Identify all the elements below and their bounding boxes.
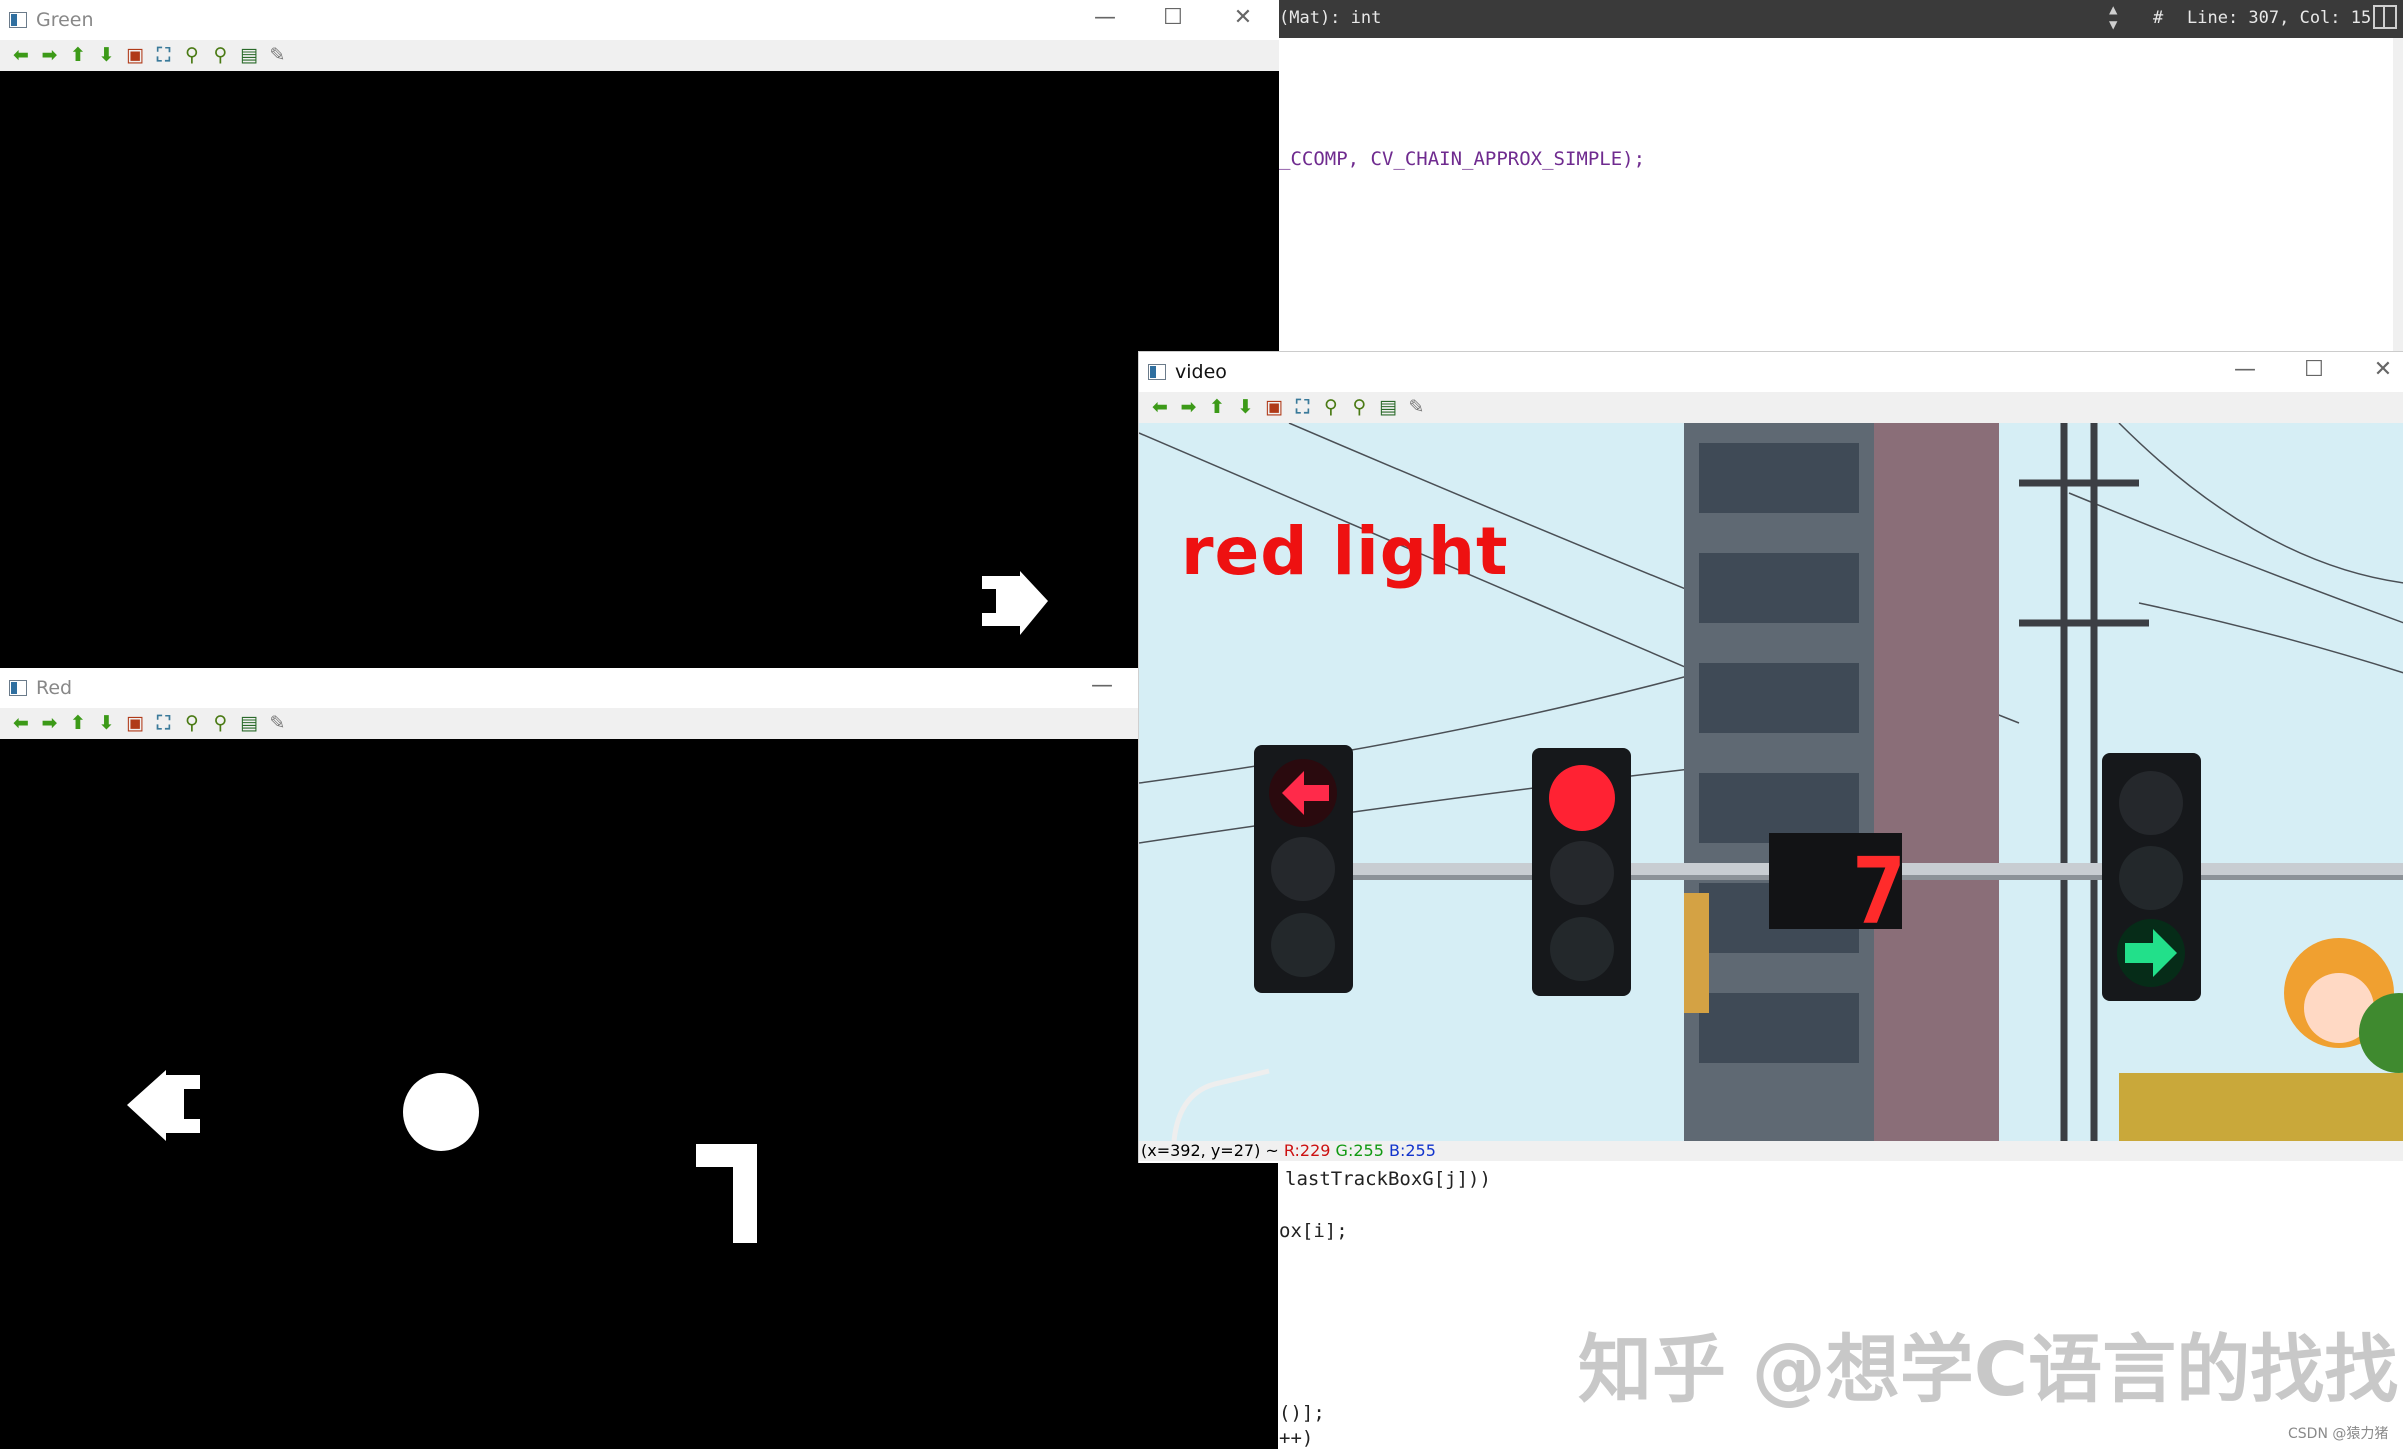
save-icon[interactable]: ▤ bbox=[240, 712, 258, 734]
zoom-to-fit-icon[interactable]: ⛶ bbox=[1295, 396, 1310, 418]
zoom-out-icon[interactable]: ⚲ bbox=[213, 712, 228, 734]
red-circle-blob bbox=[403, 1073, 479, 1151]
cursor-position: Line: 307, Col: 15 bbox=[2187, 8, 2372, 28]
close-icon[interactable]: ✕ bbox=[2373, 357, 2393, 382]
zoom-in-icon[interactable]: ⚲ bbox=[1324, 396, 1338, 418]
pan-right-icon[interactable]: ➡ bbox=[41, 44, 58, 66]
green-toolbar: ⬅ ➡ ⬆ ⬇ ▣ ⛶ ⚲ ⚲ ▤ ✎ bbox=[0, 40, 1279, 71]
pixel-r-value: R:229 bbox=[1283, 1141, 1331, 1160]
video-status-bar: (x=392, y=27) ~ R:229 G:255 B:255 bbox=[1139, 1141, 2403, 1161]
zoom-in-icon[interactable]: ⚲ bbox=[185, 44, 199, 66]
scope-spinner-icon[interactable]: ▲▼ bbox=[2109, 2, 2118, 33]
red-digit-blob bbox=[696, 1144, 757, 1243]
green-window[interactable]: Green — ☐ ✕ ⬅ ➡ ⬆ ⬇ ▣ ⛶ ⚲ ⚲ ▤ ✎ bbox=[0, 0, 1279, 668]
video-frame[interactable]: 7 red light bbox=[1139, 423, 2403, 1141]
code-line[interactable]: lastTrackBoxG[j])) bbox=[1285, 1168, 1491, 1190]
window-title: Red bbox=[36, 677, 73, 699]
split-view-icon[interactable] bbox=[2373, 5, 2397, 29]
pan-left-icon[interactable]: ⬅ bbox=[13, 712, 29, 734]
red-titlebar[interactable]: Red — bbox=[0, 668, 1278, 708]
cursor-coords: (x=392, y=27) ~ bbox=[1141, 1141, 1279, 1160]
traffic-light-scene: 7 bbox=[1139, 423, 2403, 1141]
zoom-to-fit-icon[interactable]: ⛶ bbox=[156, 44, 171, 66]
code-line[interactable]: ox[i]; bbox=[1279, 1220, 1348, 1242]
code-line[interactable]: _CCOMP, CV_CHAIN_APPROX_SIMPLE); bbox=[1279, 148, 1646, 170]
maximize-icon[interactable]: ☐ bbox=[1163, 5, 1183, 30]
reset-zoom-icon[interactable]: ▣ bbox=[126, 712, 144, 734]
window-title: video bbox=[1175, 361, 1227, 383]
minimize-icon[interactable]: — bbox=[1094, 5, 1116, 30]
detection-result-label: red light bbox=[1181, 513, 1509, 590]
pan-right-icon[interactable]: ➡ bbox=[41, 712, 58, 734]
green-arrow-blob bbox=[982, 571, 1048, 635]
minimize-icon[interactable]: — bbox=[2234, 357, 2256, 382]
properties-icon[interactable]: ✎ bbox=[1408, 396, 1425, 418]
pan-left-icon[interactable]: ⬅ bbox=[1152, 396, 1168, 418]
round-red-signal bbox=[1549, 765, 1615, 831]
green-mask-canvas[interactable] bbox=[0, 71, 1279, 668]
pan-up-icon[interactable]: ⬆ bbox=[1209, 396, 1225, 418]
pan-down-icon[interactable]: ⬇ bbox=[98, 44, 115, 66]
csdn-credit: CSDN @猿力猪 bbox=[2288, 1426, 2389, 1442]
window-app-icon bbox=[1148, 364, 1166, 380]
maximize-icon[interactable]: ☐ bbox=[2304, 357, 2324, 382]
window-app-icon bbox=[9, 680, 27, 696]
red-left-arrow-blob bbox=[127, 1070, 200, 1141]
window-title: Green bbox=[36, 9, 94, 31]
pan-up-icon[interactable]: ⬆ bbox=[70, 712, 86, 734]
reset-zoom-icon[interactable]: ▣ bbox=[1265, 396, 1283, 418]
countdown-digit-display: 7 bbox=[1851, 838, 1906, 945]
zoom-in-icon[interactable]: ⚲ bbox=[185, 712, 199, 734]
pan-left-icon[interactable]: ⬅ bbox=[13, 44, 29, 66]
video-toolbar: ⬅ ➡ ⬆ ⬇ ▣ ⛶ ⚲ ⚲ ▤ ✎ bbox=[1139, 392, 2403, 423]
function-signature: (Mat): int bbox=[1279, 8, 1382, 28]
properties-icon[interactable]: ✎ bbox=[269, 712, 286, 734]
pixel-b-value: B:255 bbox=[1388, 1141, 1436, 1160]
code-line[interactable]: ++) bbox=[1279, 1427, 1314, 1449]
pan-right-icon[interactable]: ➡ bbox=[1180, 396, 1197, 418]
green-titlebar[interactable]: Green — ☐ ✕ bbox=[0, 0, 1279, 40]
window-app-icon bbox=[9, 12, 27, 28]
hash-symbol: # bbox=[2153, 8, 2164, 28]
editor-status-bar: (Mat): int ▲▼ # Line: 307, Col: 15 bbox=[1275, 0, 2403, 38]
pan-up-icon[interactable]: ⬆ bbox=[70, 44, 86, 66]
close-icon[interactable]: ✕ bbox=[1233, 5, 1253, 30]
save-icon[interactable]: ▤ bbox=[240, 44, 258, 66]
properties-icon[interactable]: ✎ bbox=[269, 44, 286, 66]
zhihu-watermark: 知乎 @想学C语言的找找 bbox=[1578, 1327, 2399, 1413]
red-mask-blobs bbox=[127, 1070, 757, 1243]
pixel-g-value: G:255 bbox=[1335, 1141, 1384, 1160]
pan-down-icon[interactable]: ⬇ bbox=[1237, 396, 1254, 418]
minimize-icon[interactable]: — bbox=[1091, 673, 1113, 698]
editor-scrollbar[interactable] bbox=[2393, 38, 2403, 358]
zoom-out-icon[interactable]: ⚲ bbox=[213, 44, 228, 66]
pan-down-icon[interactable]: ⬇ bbox=[98, 712, 115, 734]
save-icon[interactable]: ▤ bbox=[1379, 396, 1397, 418]
red-mask-canvas[interactable] bbox=[0, 739, 1278, 1449]
red-window[interactable]: Red — ⬅ ➡ ⬆ ⬇ ▣ ⛶ ⚲ ⚲ ▤ ✎ bbox=[0, 668, 1278, 1449]
video-titlebar[interactable]: video — ☐ ✕ bbox=[1139, 352, 2403, 392]
zoom-out-icon[interactable]: ⚲ bbox=[1352, 396, 1367, 418]
code-line[interactable]: ()]; bbox=[1279, 1402, 1325, 1424]
reset-zoom-icon[interactable]: ▣ bbox=[126, 44, 144, 66]
zoom-to-fit-icon[interactable]: ⛶ bbox=[156, 712, 171, 734]
red-toolbar: ⬅ ➡ ⬆ ⬇ ▣ ⛶ ⚲ ⚲ ▤ ✎ bbox=[0, 708, 1278, 739]
video-window[interactable]: video — ☐ ✕ ⬅ ➡ ⬆ ⬇ ▣ ⛶ ⚲ ⚲ ▤ ✎ bbox=[1138, 351, 2403, 1163]
